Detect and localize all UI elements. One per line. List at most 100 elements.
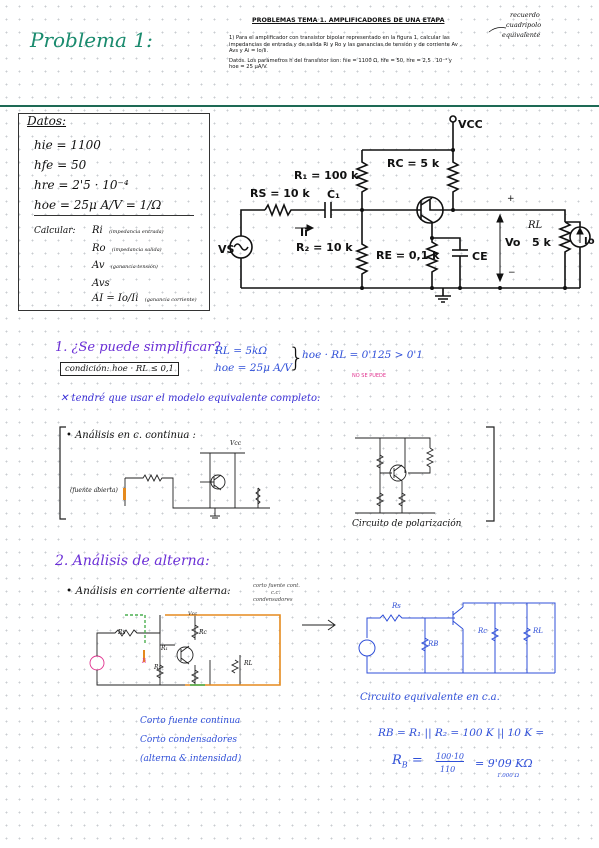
statement-line: Avs y Ai = Io/Ii. — [229, 48, 269, 55]
brace: } — [288, 343, 305, 373]
ac-r2: R₂ — [154, 664, 161, 671]
re-label: RE = 0,1 k — [376, 249, 440, 262]
corto-note-line: corto fuente cont. — [253, 583, 300, 589]
calc-desc: (impedancia salida) — [111, 246, 162, 253]
equivalent-schematic — [358, 602, 556, 674]
c1-label: C₁ — [327, 188, 340, 201]
datos-box — [18, 113, 210, 311]
calc-desc: (ganancia tensión) — [110, 264, 158, 270]
vo-minus: − — [508, 268, 516, 278]
data-line: Datos. Los parámetros h del transistor s… — [229, 57, 452, 64]
datos-heading: Datos: — [27, 114, 67, 128]
notes: Corto fuente continua Corto condensadore… — [140, 712, 241, 769]
section1-heading: 1. ¿Se puede simplificar? — [55, 340, 221, 355]
calc-symbol: Av — [92, 260, 105, 271]
eq-rb: RB — [428, 640, 439, 648]
io-label: Io — [584, 236, 595, 247]
dc-schematic — [123, 452, 270, 519]
calc-symbol: AI = Io/Ii — [92, 293, 139, 304]
rb-symbol: RB = — [392, 753, 423, 770]
ac-heading: • Análisis en corriente alterna: — [66, 585, 231, 597]
corto-note-line: condensadores — [253, 597, 293, 603]
calc-item: AI = Io/Ii (ganancia corriente) — [92, 291, 197, 309]
polarizacion-caption: Circuito de polarización — [352, 519, 462, 529]
datos-line: hoe = 25μ A/V = 1/Ω — [34, 198, 162, 212]
corto-note-line: c.c. — [271, 590, 281, 596]
eq-rs: Rs — [392, 602, 401, 610]
margin-note-arrow — [488, 27, 507, 33]
dc-heading: • Análisis en c. continua : — [66, 430, 196, 441]
rb-small-note: 1.000 Ω — [497, 773, 520, 779]
ac-schematic — [89, 614, 281, 686]
amplifier-schematic — [229, 115, 591, 303]
ce-label: CE — [472, 250, 488, 263]
product-check: hoe · RL = 0'125 > 0'1 — [302, 349, 423, 361]
header-divider — [0, 105, 599, 107]
calc-symbol: Ri — [92, 225, 103, 236]
rb-result: = 9'09 KΩ — [475, 757, 533, 770]
calc-item: Ri (impedancia entrada) — [92, 223, 197, 241]
vcc-label: VCC — [458, 118, 483, 131]
section2-heading: 2. Análisis de alterna: — [55, 553, 210, 569]
statement-line: 1) Para el amplificador con transistor b… — [229, 35, 450, 41]
calc-desc: (ganancia corriente) — [144, 297, 197, 303]
rb-frac-den: 110 — [440, 765, 456, 774]
calcular-label: Calcular: — [34, 226, 76, 236]
datos-list: hie = 1100 hfe = 50 hre = 2'5 · 10⁻⁴ hoe… — [34, 135, 161, 215]
eq-rl: RL — [533, 627, 543, 635]
calc-symbol: Ro — [92, 242, 106, 254]
polarizacion-schematic — [355, 437, 435, 514]
sheet-title: PROBLEMAS TEMA 1. AMPLIFICADORES DE UNA … — [252, 17, 445, 24]
datos-line: hfe = 50 — [34, 158, 87, 172]
ac-rl: RL — [244, 660, 253, 667]
calc-list: Ri (impedancia entrada) Ro (impedancia s… — [92, 223, 197, 309]
vs-label: VS — [218, 243, 235, 256]
statement-line: impedancias de entrada y de salida Ri y … — [229, 41, 462, 48]
eq-rc: Rc — [478, 627, 488, 635]
no-se-puede: NO SE PUEDE — [352, 373, 387, 379]
calc-symbol: Avs — [92, 277, 110, 289]
margin-note-line: recuerdo — [510, 11, 540, 19]
ac-r1: R₁ — [161, 645, 168, 652]
calc-desc: (impedancia entrada) — [109, 229, 164, 235]
calc-item: Av (ganancia tensión) — [92, 258, 197, 276]
note-line: (alterna & intensidad) — [140, 754, 242, 764]
datos-divider — [34, 215, 194, 216]
product-text: hoe · RL = 0'125 > 0'1 — [302, 349, 423, 361]
conclusion-line: ✕ tendré que usar el modelo equivalente … — [60, 393, 321, 404]
rl-value-note: RL = 5kΩ — [215, 345, 268, 357]
datos-line: hre = 2'5 · 10⁻⁴ — [34, 178, 129, 192]
margin-note-line: cuadripolo — [506, 21, 542, 29]
rl-label: RL — [528, 220, 543, 231]
ac-vcc: Vcc — [188, 611, 198, 617]
vo-plus: + — [507, 194, 515, 204]
rb-frac-num: 100·10 — [436, 752, 464, 762]
corto-note: corto fuente cont. c.c. condensadores — [253, 583, 300, 604]
problem-title: Problema 1: — [30, 28, 153, 52]
margin-note-line: equivalente — [502, 31, 541, 39]
condition-box: condición: hoe · RL ≤ 0,1 — [60, 362, 179, 376]
calc-item: Avs — [92, 276, 197, 292]
rb-fraction: RB = — [392, 753, 423, 770]
vo-label: Vo — [505, 236, 521, 249]
fuente-abierta: (fuente abierta) — [70, 487, 118, 494]
r1-label: R₁ = 100 k — [294, 169, 359, 182]
rb-equation: RB = R₁ || R₂ = 100 K || 10 K = — [378, 727, 545, 739]
ac-rc: Rc — [199, 629, 207, 636]
ii-label: Ii — [300, 226, 308, 239]
datos-line: hie = 1100 — [34, 138, 101, 152]
problem-statement: 1) Para el amplificador con transistor b… — [229, 35, 484, 71]
note-line: Corto condensadores — [140, 735, 238, 745]
ac-ii: Ii — [142, 658, 147, 665]
calc-item: Ro (impedancia salida) — [92, 241, 197, 259]
equivalent-caption: Circuito equivalente en c.a. — [360, 692, 500, 703]
r2-label: R₂ = 10 k — [296, 241, 353, 254]
margin-note: recuerdo cuadripolo equivalente — [502, 10, 541, 40]
dc-vcc-label: Vcc — [230, 440, 242, 447]
note-line: Corto fuente continua — [140, 716, 241, 726]
hoe-value-note: hoe = 25μ A/V — [215, 362, 292, 374]
data-line: hoe = 25 μA/V. — [229, 64, 268, 71]
rc-label: RC = 5 k — [387, 157, 440, 170]
dc-bracket — [59, 426, 495, 522]
arrow-to-equivalent — [302, 619, 336, 631]
